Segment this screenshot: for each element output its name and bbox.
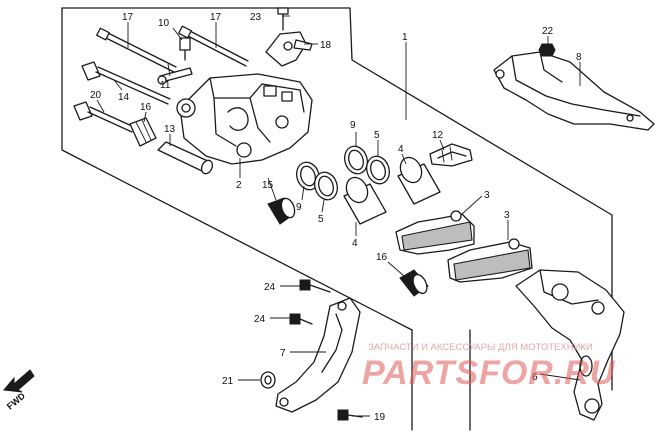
callout-4-upper: 4	[398, 144, 404, 155]
boot-16-lower	[399, 269, 429, 297]
hanger-8	[493, 51, 655, 131]
callout-10: 10	[158, 18, 170, 29]
pad-spring-12	[429, 143, 473, 167]
sleeve-13	[157, 141, 214, 175]
fwd-label: FWD	[5, 390, 28, 411]
bolt-24-upper	[299, 279, 331, 293]
piston-4-lower	[343, 176, 387, 225]
callout-3-rear: 3	[504, 210, 510, 221]
callout-numbers: 17 10 17 23 18 1 22 8 11 20 14 16 13 9 5…	[90, 12, 582, 423]
bolt-19	[337, 409, 363, 421]
callout-4-lower: 4	[352, 238, 358, 249]
bracket-18	[265, 31, 313, 67]
callout-6: 6	[532, 372, 538, 383]
caliper-body-2	[176, 73, 313, 165]
boot-16-upper	[129, 117, 157, 147]
callout-17-left: 17	[122, 12, 134, 23]
callout-23: 23	[250, 12, 262, 23]
bolt-20	[73, 101, 135, 133]
callout-16-lower: 16	[376, 252, 388, 263]
partsfor-watermark: ЗАПЧАСТИ И АКСЕССУАРЫ ДЛЯ МОТОТЕХНИКИ PA…	[362, 342, 616, 392]
callout-22: 22	[542, 26, 554, 37]
callout-24-upper: 24	[264, 282, 276, 293]
bolt-24-lower	[289, 313, 313, 325]
boot-15	[267, 197, 296, 225]
pin-bolt-17-left	[96, 27, 177, 73]
callout-9-upper: 9	[350, 120, 356, 131]
bleeder-cap-11	[157, 67, 193, 85]
callout-8: 8	[576, 52, 582, 63]
callout-11: 11	[160, 80, 171, 91]
callout-7: 7	[280, 348, 286, 359]
fwd-direction-indicator: FWD	[3, 369, 35, 412]
brake-pad-3-front	[395, 210, 475, 255]
leader-lines	[96, 15, 581, 417]
brake-pad-3-rear	[447, 238, 533, 283]
callout-16-upper: 16	[140, 102, 152, 113]
callout-17-right: 17	[210, 12, 222, 23]
watermark-brand: PARTSFOR.RU	[362, 354, 616, 392]
bolt-14	[81, 61, 171, 105]
callout-1: 1	[402, 32, 408, 43]
seal-9-upper	[344, 145, 368, 175]
screw-23	[277, 7, 289, 31]
callout-2: 2	[236, 180, 242, 191]
callout-21: 21	[222, 376, 234, 387]
fwd-arrow-icon	[3, 369, 35, 393]
callout-3-front: 3	[484, 190, 490, 201]
torque-stay-7	[275, 297, 361, 413]
caliper-bracket-6	[515, 269, 625, 421]
seal-5-upper	[366, 155, 390, 185]
callout-18: 18	[320, 40, 332, 51]
callout-12: 12	[432, 130, 444, 141]
nut-21	[260, 371, 276, 389]
callout-19: 19	[374, 412, 386, 423]
callout-20: 20	[90, 90, 102, 101]
piston-4-upper	[397, 156, 441, 205]
callout-9-lower: 9	[296, 202, 302, 213]
callout-24-lower: 24	[254, 314, 266, 325]
callout-15: 15	[262, 180, 274, 191]
seal-5-lower	[314, 171, 338, 201]
pin-bolt-17-right	[178, 25, 249, 67]
seal-9-lower	[296, 161, 320, 191]
bleeder-valve-10	[179, 37, 191, 61]
callout-5-upper: 5	[374, 130, 380, 141]
callout-14: 14	[118, 92, 130, 103]
callout-13: 13	[164, 124, 176, 135]
nut-22	[538, 43, 556, 57]
assembly-outline	[61, 7, 613, 431]
callout-5-lower: 5	[318, 214, 324, 225]
watermark-tagline: ЗАПЧАСТИ И АКСЕССУАРЫ ДЛЯ МОТОТЕХНИКИ	[368, 342, 593, 353]
